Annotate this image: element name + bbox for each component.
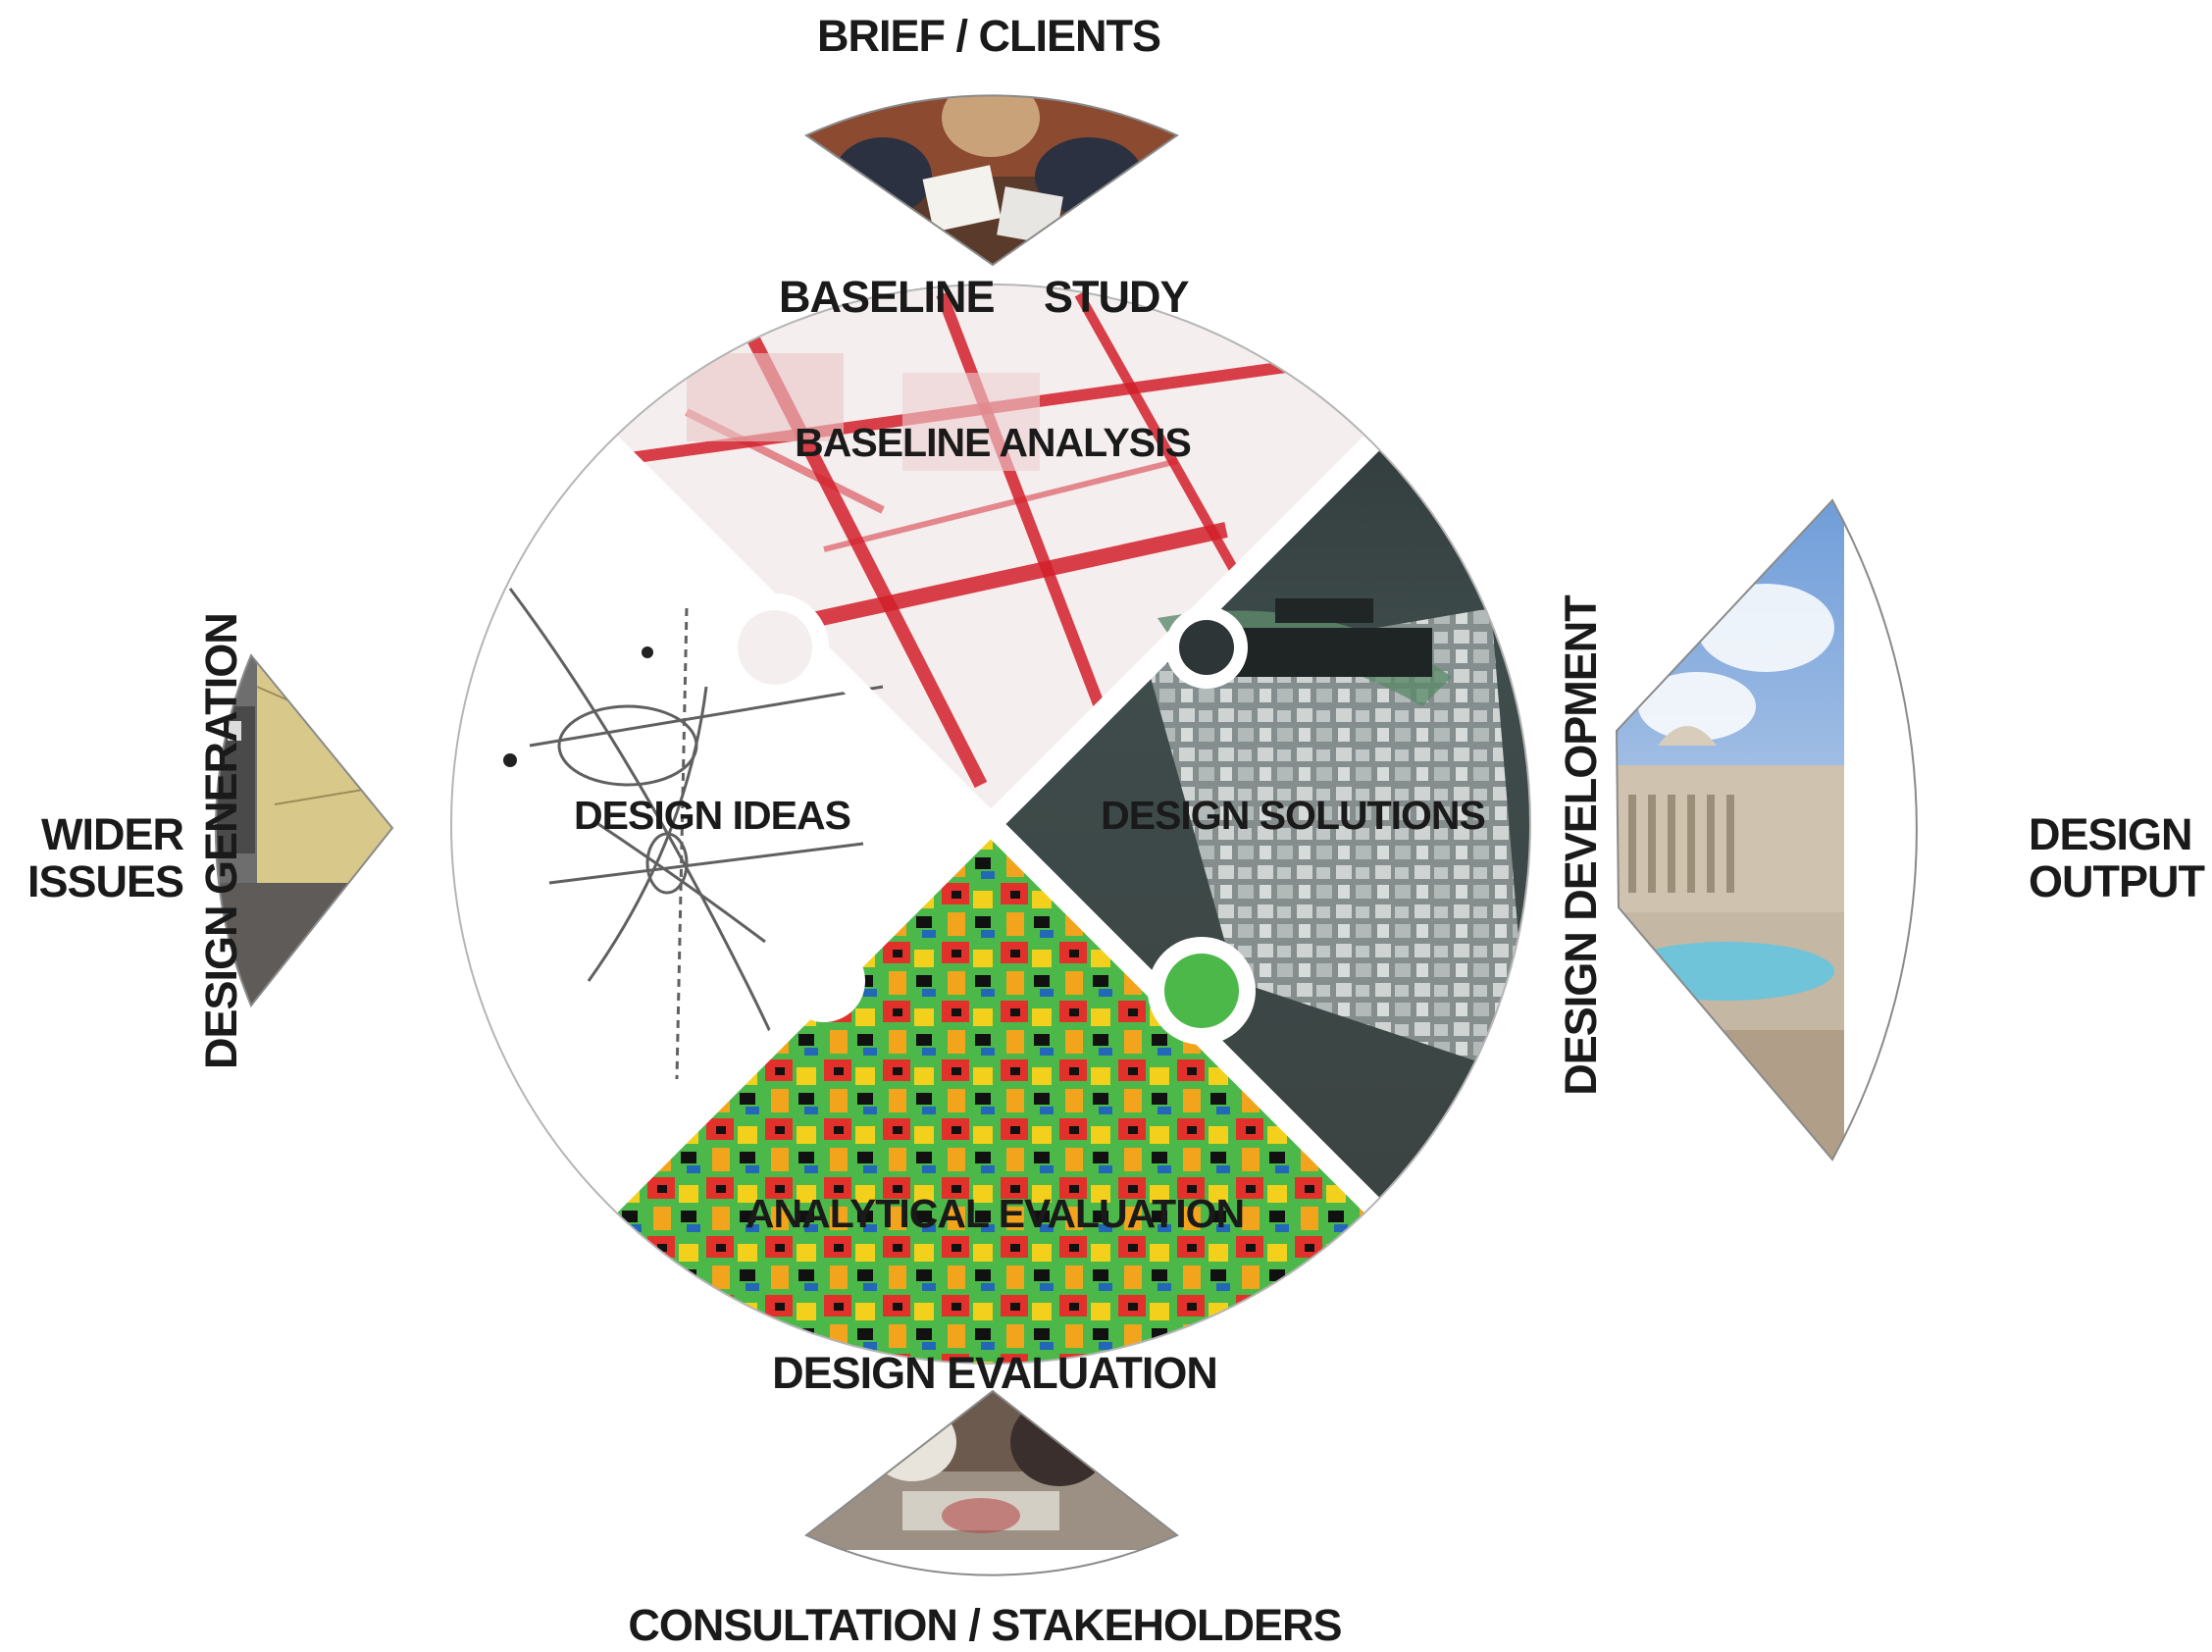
label-baseline: BASELINE bbox=[779, 272, 996, 322]
label-brief-clients: BRIEF / CLIENTS bbox=[816, 11, 1161, 61]
workshop-photo-icon bbox=[806, 1391, 1177, 1550]
label-consultation-stakeholders: CONSULTATION / STAKEHOLDERS bbox=[628, 1600, 1342, 1650]
label-issues: ISSUES bbox=[27, 856, 184, 906]
quadrant-label-design-solutions: DESIGN SOLUTIONS bbox=[1101, 793, 1486, 838]
puzzle-tab-fills bbox=[738, 610, 1239, 1028]
puzzle-separators bbox=[451, 284, 1530, 1364]
quadrant-label-baseline-analysis: BASELINE ANALYSIS bbox=[795, 420, 1192, 465]
quadrant-group bbox=[451, 284, 1530, 1364]
quadrant-label-design-ideas: DESIGN IDEAS bbox=[574, 793, 851, 838]
quadrant-analytical-evaluation bbox=[451, 824, 1530, 1364]
label-wider: WIDER bbox=[41, 809, 184, 859]
label-output: OUTPUT bbox=[2029, 856, 2205, 906]
square-photo-icon bbox=[1617, 500, 1844, 1160]
meeting-photo-icon bbox=[806, 95, 1177, 265]
quadrant-design-ideas bbox=[451, 284, 991, 1364]
label-design-generation: DESIGN GENERATION bbox=[196, 613, 246, 1069]
quadrant-label-analytical-evaluation: ANALYTICAL EVALUATION bbox=[745, 1191, 1245, 1236]
label-study: STUDY bbox=[1044, 272, 1190, 322]
label-design-development: DESIGN DEVELOPMENT bbox=[1556, 595, 1606, 1096]
label-design: DESIGN bbox=[2029, 809, 2193, 859]
label-design-evaluation: DESIGN EVALUATION bbox=[772, 1348, 1218, 1398]
